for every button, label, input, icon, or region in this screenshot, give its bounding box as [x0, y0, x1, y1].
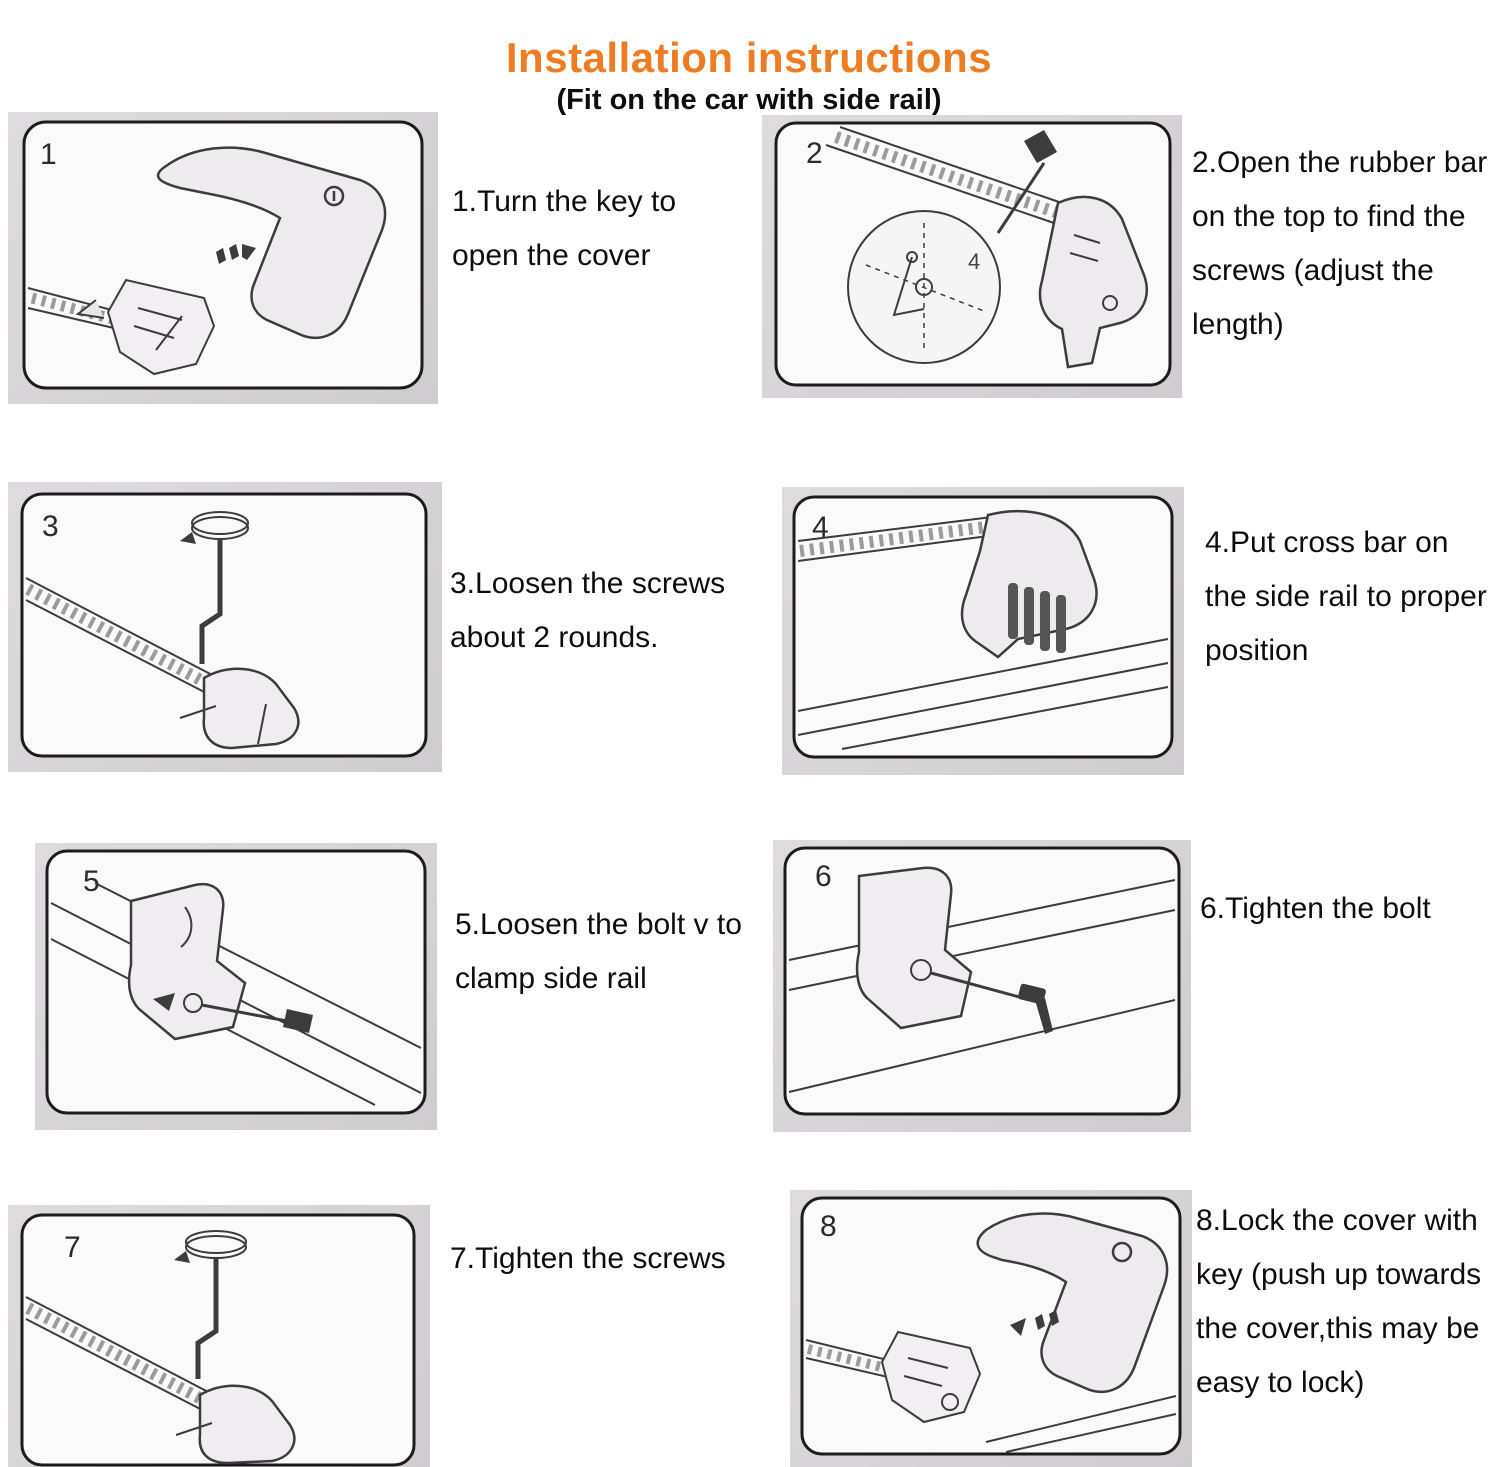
step-8-drawing: 8 [800, 1196, 1182, 1456]
bolt-tool-drawing [930, 971, 1053, 1034]
key-lock-icon [323, 185, 345, 207]
slide-arrows-icon [216, 244, 256, 264]
step-2-drawing: 2 [774, 121, 1172, 387]
step-2-caption: 2.Open the rubber bar on the top to find… [1192, 146, 1488, 341]
clamp-body-drawing [1038, 195, 1148, 369]
panel-frame [20, 492, 428, 758]
crossbar-drawing [25, 1296, 215, 1414]
step-7-drawing: 7 [20, 1213, 416, 1467]
side-rail-drawing [985, 1395, 1177, 1453]
key-lock-icon [1111, 1241, 1133, 1263]
crossbar-drawing [797, 516, 997, 562]
clamp-foot-drawing [75, 278, 216, 376]
step-7-number: 7 [64, 1231, 81, 1264]
step-1-caption: 1.Turn the key to open the cover [452, 185, 677, 272]
step-1-drawing: 1 [22, 120, 424, 390]
rubber-pad-drawing [1008, 583, 1066, 653]
step-6-photo: 6 [773, 840, 1191, 1132]
step-3-number: 3 [42, 510, 59, 543]
step-2-photo: 2 [762, 115, 1182, 398]
clamp-body-drawing [855, 866, 973, 1030]
step-6-caption: 6.Tighten the bolt [1200, 892, 1431, 925]
screw-detail-magnifier: 4 [847, 210, 1001, 364]
detail-label: 4 [968, 249, 980, 274]
step-8-number: 8 [820, 1210, 837, 1243]
page-subtitle: (Fit on the car with side rail) [556, 84, 942, 117]
step-6-number: 6 [815, 860, 832, 893]
crossbar-drawing [25, 577, 219, 697]
step-4-drawing: 4 [792, 495, 1174, 759]
step-3-caption: 3.Loosen the screws about 2 rounds. [450, 567, 726, 654]
step-5-number: 5 [83, 865, 100, 898]
cover-drawing [156, 146, 387, 339]
lock-icon [941, 1393, 959, 1411]
step-5-caption: 5.Loosen the bolt v to clamp side rail [455, 908, 742, 995]
panel-frame [20, 1213, 416, 1467]
side-rail-drawing [797, 638, 1169, 750]
step-7-photo: 7 [8, 1205, 430, 1467]
step-5-photo: 5 [35, 843, 437, 1130]
bolt-tool-drawing [153, 993, 313, 1033]
step-4-caption: 4.Put cross bar on the side rail to prop… [1205, 526, 1487, 667]
step-7-caption: 7.Tighten the screws [450, 1242, 726, 1275]
step-5-drawing: 5 [45, 849, 427, 1115]
loosen-arrow-icon [153, 993, 175, 1011]
push-arrows-icon [1010, 1310, 1059, 1336]
step-6-drawing: 6 [783, 846, 1181, 1116]
clamp-body-drawing [175, 1384, 296, 1465]
step-3-photo: 3 [8, 482, 442, 772]
page-title: Installation instructions [505, 34, 993, 82]
clamp-body-drawing [179, 667, 300, 750]
step-1-photo: 1 [8, 112, 438, 404]
panel-frame [783, 846, 1181, 1116]
rubber-bar-arrow-icon [996, 130, 1057, 234]
step-8-photo: 8 [790, 1190, 1192, 1467]
cover-drawing [976, 1212, 1169, 1393]
step-1-number: 1 [40, 138, 57, 171]
step-3-drawing: 3 [20, 492, 428, 758]
step-2-number: 2 [806, 137, 823, 170]
step-4-number: 4 [812, 511, 829, 544]
step-8-caption: 8.Lock the cover with key (push up towar… [1196, 1204, 1482, 1399]
side-rail-drawing [788, 879, 1176, 1093]
clamp-foot-drawing [880, 1330, 982, 1424]
allen-key-drawing [195, 1258, 219, 1379]
step-4-photo: 4 [782, 487, 1184, 775]
allen-key-drawing [199, 539, 223, 664]
